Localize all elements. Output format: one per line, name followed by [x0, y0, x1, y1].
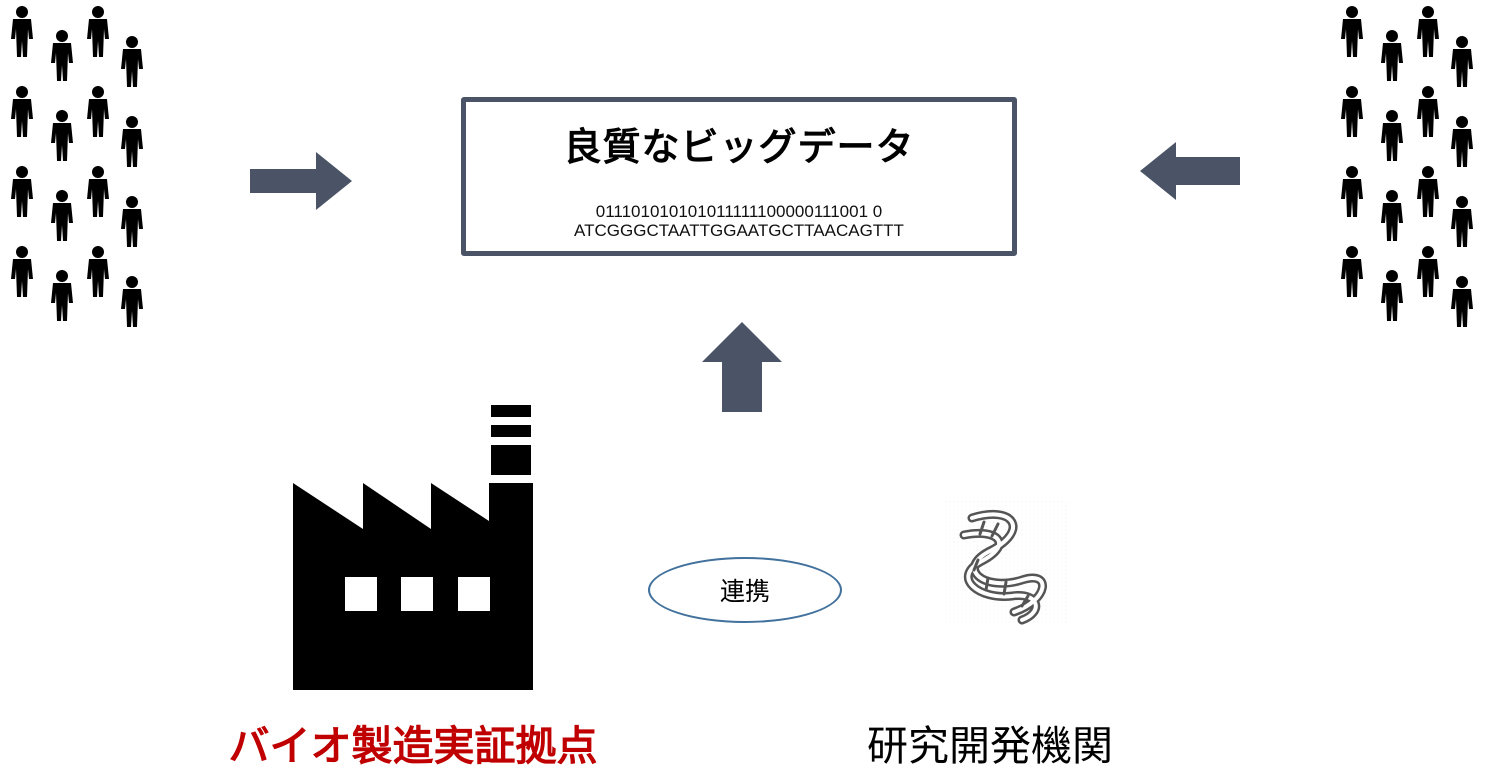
- binary-data-line: 011101010101011111100000111001 0: [595, 202, 883, 221]
- person-icon: [11, 166, 33, 217]
- person-icon: [51, 190, 73, 241]
- person-icon: [51, 110, 73, 161]
- person-icon: [87, 246, 109, 297]
- people-crowd-right: [1341, 6, 1473, 327]
- person-icon: [1451, 116, 1473, 167]
- arrow-up-icon: [702, 322, 782, 412]
- arrow-right-icon: [250, 152, 352, 210]
- person-icon: [11, 246, 33, 297]
- person-icon: [11, 86, 33, 137]
- person-icon: [51, 270, 73, 321]
- big-data-box: 良質なビッグデータ 011101010101011111100000111001…: [461, 97, 1017, 256]
- person-icon: [1417, 6, 1439, 57]
- person-icon: [1417, 166, 1439, 217]
- person-icon: [87, 166, 109, 217]
- person-icon: [1451, 276, 1473, 327]
- person-icon: [51, 30, 73, 81]
- person-icon: [1451, 196, 1473, 247]
- person-icon: [121, 276, 143, 327]
- person-icon: [121, 196, 143, 247]
- dna-sequence-line: ATCGGGCTAATTGGAATGCTTAACAGTTT: [574, 221, 904, 240]
- person-icon: [1451, 36, 1473, 87]
- arrow-left-icon: [1140, 142, 1240, 200]
- person-icon: [121, 116, 143, 167]
- person-icon: [1341, 246, 1363, 297]
- collaboration-label: 連携: [719, 577, 770, 606]
- person-icon: [1381, 270, 1403, 321]
- person-icon: [1341, 6, 1363, 57]
- person-icon: [1417, 86, 1439, 137]
- biofoundry-label: バイオ製造実証拠点: [228, 722, 598, 770]
- person-icon: [11, 6, 33, 57]
- big-data-title: 良質なビッグデータ: [563, 125, 915, 169]
- person-icon: [87, 6, 109, 57]
- rnd-institution-label: 研究開発機関: [867, 722, 1113, 770]
- factory-icon: [293, 405, 533, 690]
- person-icon: [1381, 110, 1403, 161]
- person-icon: [1417, 246, 1439, 297]
- person-icon: [121, 36, 143, 87]
- dna-helix-icon: [944, 500, 1069, 625]
- person-icon: [1381, 30, 1403, 81]
- person-icon: [87, 86, 109, 137]
- person-icon: [1341, 86, 1363, 137]
- collaboration-oval: 連携: [648, 557, 842, 623]
- person-icon: [1341, 166, 1363, 217]
- people-crowd-left: [11, 6, 143, 327]
- person-icon: [1381, 190, 1403, 241]
